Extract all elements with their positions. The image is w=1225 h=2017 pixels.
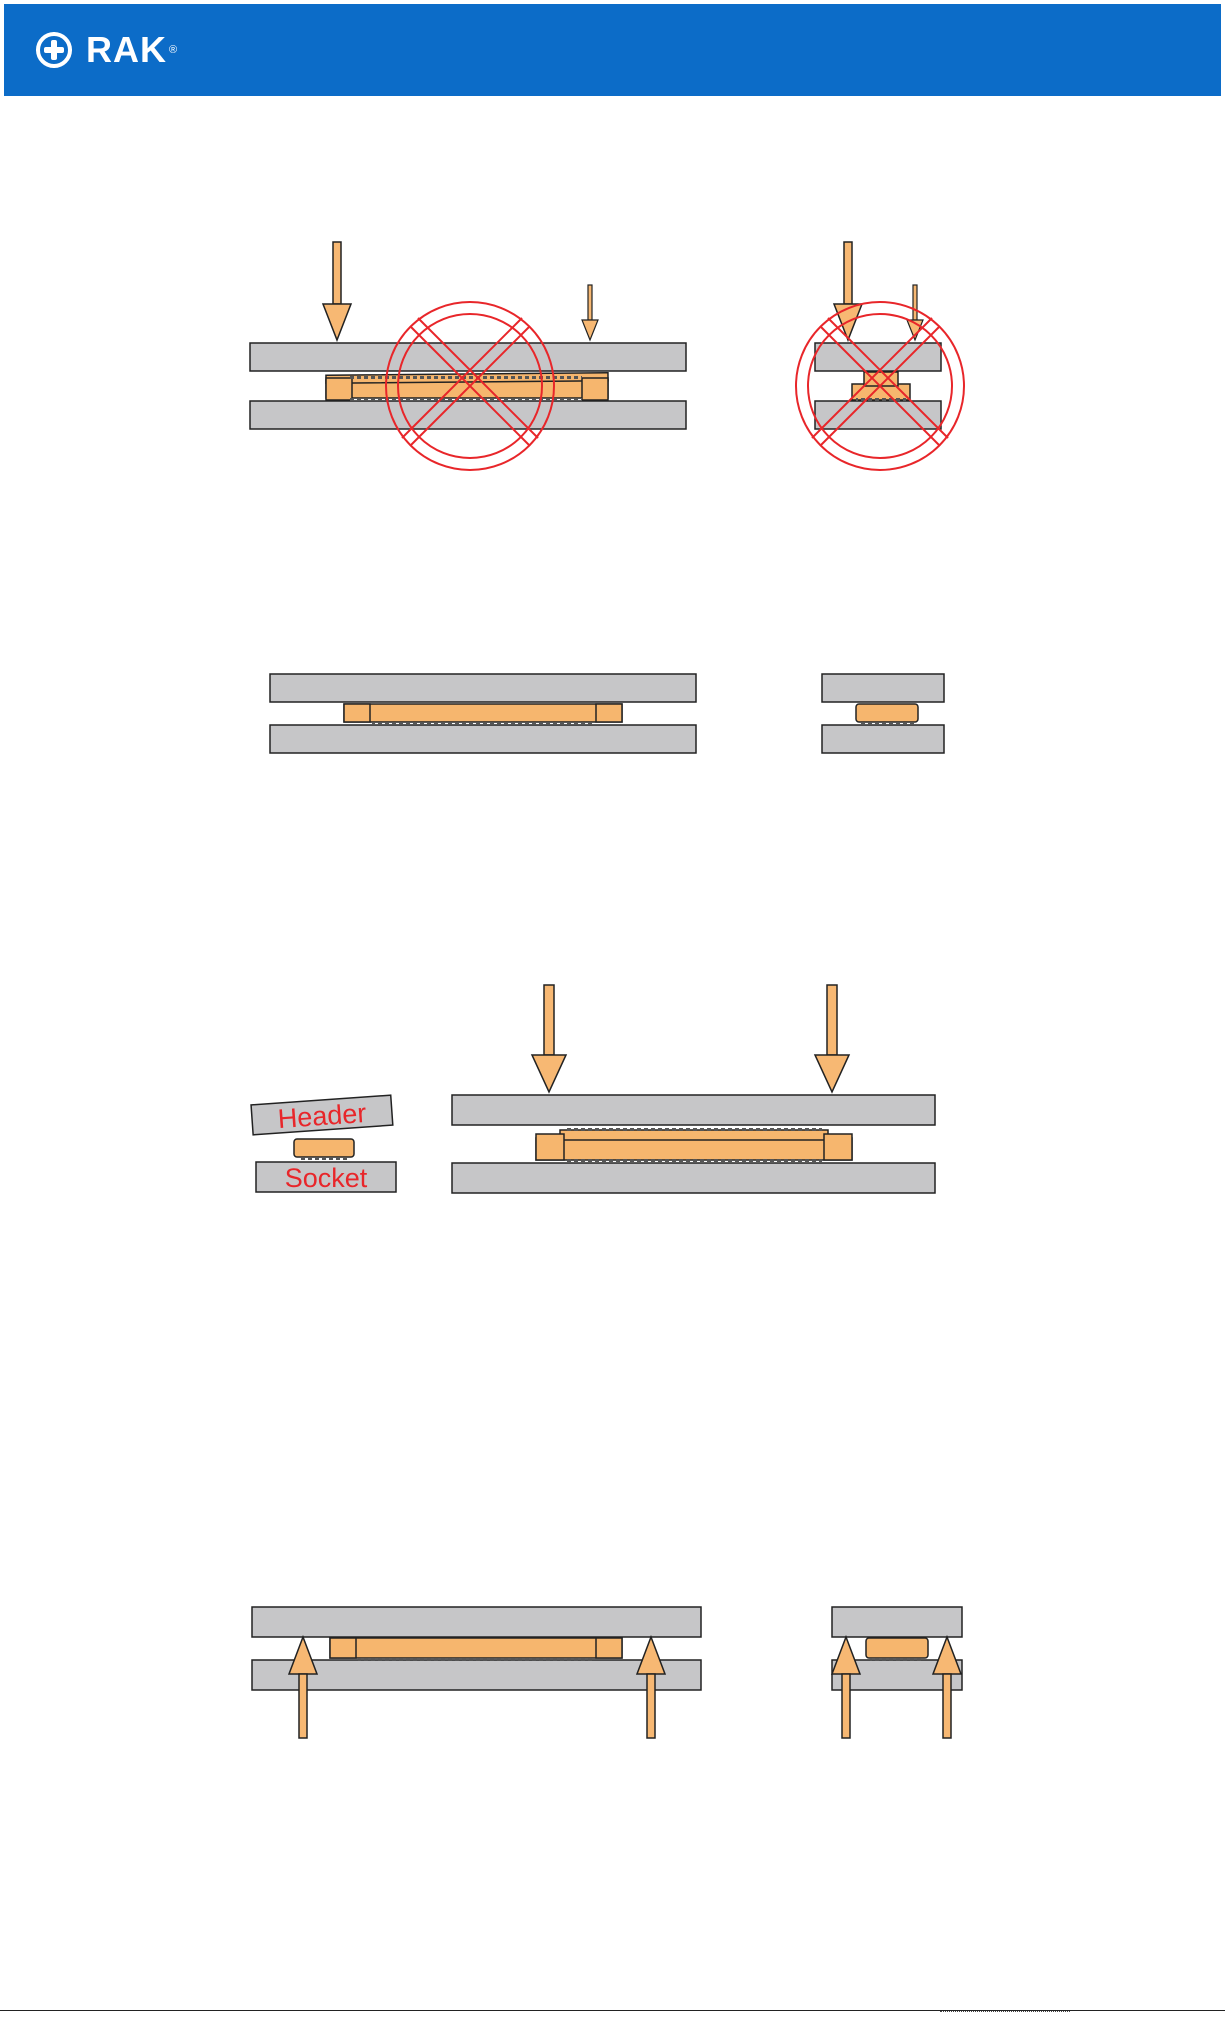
figure-correct-aligned-mating (270, 674, 944, 753)
connector-side (866, 1638, 928, 1661)
socket-board (270, 725, 696, 753)
connector (326, 373, 608, 401)
connector (330, 1638, 622, 1661)
figure-even-press (452, 985, 935, 1193)
arrow-down-side-large (834, 242, 862, 340)
figure-angled-insertion: Header Socket (251, 1095, 396, 1193)
socket-label: Socket (285, 1163, 368, 1193)
connector-side (856, 704, 918, 725)
socket-board-side (822, 725, 944, 753)
socket-board (250, 401, 686, 429)
figure-unmating-even-lift (252, 1607, 962, 1738)
socket-board (452, 1163, 935, 1193)
arrow-down-large (323, 242, 351, 340)
footer-dotted-mark (940, 2011, 1070, 2015)
connector-tilted (294, 1139, 354, 1160)
prohibit-icon-side (796, 302, 964, 470)
header-board-side (832, 1607, 962, 1637)
arrow-down-right (815, 985, 849, 1092)
connector (536, 1128, 852, 1162)
header-board (252, 1607, 701, 1637)
figure-incorrect-uneven-pressure (250, 242, 964, 470)
header-board-side (822, 674, 944, 702)
header-board (452, 1095, 935, 1125)
connector (344, 704, 622, 725)
header-label: Header (277, 1098, 367, 1134)
arrow-down-left (532, 985, 566, 1092)
socket-board (252, 1660, 701, 1690)
arrow-down-small (582, 285, 598, 340)
header-board (270, 674, 696, 702)
